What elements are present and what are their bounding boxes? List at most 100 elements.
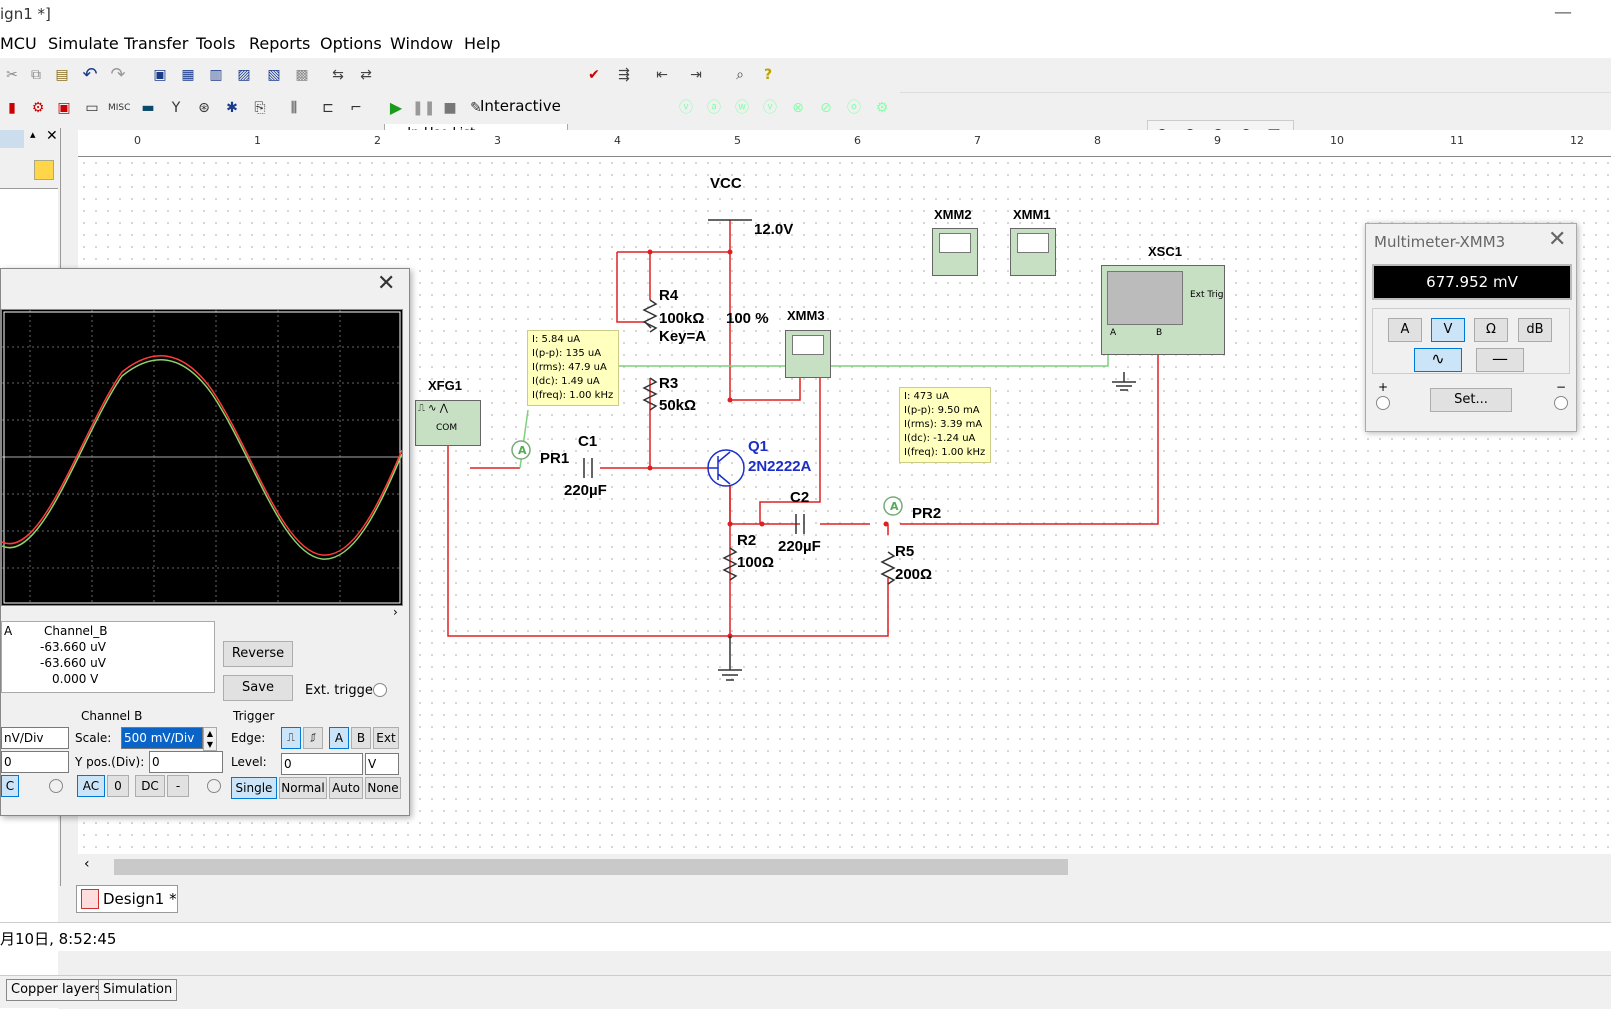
trigger-auto-button[interactable]: Auto [329,777,363,799]
panel-close-icon[interactable]: ✕ [46,128,58,144]
trigger-normal-button[interactable]: Normal [279,777,327,799]
r4-name[interactable]: R4 [659,287,679,304]
hierarchy-icon[interactable] [34,160,54,180]
probe-power-icon[interactable]: ⓦ [735,100,749,116]
database-icon[interactable]: ▥ [209,67,223,83]
trigger-single-button[interactable]: Single [231,777,277,799]
xmm3-label[interactable]: XMM3 [787,308,825,323]
c2-name[interactable]: C2 [790,489,810,506]
channel-a-coupling-button[interactable]: C [1,775,19,797]
channel-b-ypos-input[interactable]: 0 [149,751,223,773]
source-icon[interactable]: ▮ [8,100,16,116]
channel-a-ypos-input[interactable]: 0 [1,751,69,773]
multimeter-xmm1[interactable] [1010,228,1056,276]
copy-icon[interactable]: ⧉ [31,67,41,83]
scale-spinner-icon[interactable]: ▲▼ [203,727,217,751]
channel-b-scale-input[interactable]: 500 mV/Div [121,727,203,749]
forward-ultiboard-icon[interactable]: ⇥ [690,67,702,83]
menu-tools[interactable]: Tools [196,34,236,53]
set-button[interactable]: Set... [1430,388,1512,412]
xmm2-label[interactable]: XMM2 [934,207,972,222]
scroll-right-icon[interactable]: › [393,605,398,619]
probe-settings-icon[interactable]: ⚙ [875,100,889,116]
rf-icon[interactable]: Y [171,100,181,116]
menu-mcu[interactable]: MCU [0,34,37,53]
panel-pin-icon[interactable]: ▴ [30,128,36,141]
ammeter-mode-button[interactable]: A [1388,318,1422,342]
backannotate-icon[interactable]: ⇆ [332,67,344,83]
xfg1-label[interactable]: XFG1 [428,378,462,393]
channel-a-terminal[interactable] [49,779,63,793]
design-toolbox-icon[interactable]: ▣ [153,67,167,83]
channel-b-ac-button[interactable]: AC [77,775,105,797]
function-generator-xfg1[interactable]: ⎍ ∿ ⋀ COM [415,400,481,446]
xmm1-label[interactable]: XMM1 [1013,207,1051,222]
multimeter-xmm2[interactable] [932,228,978,276]
probe-reference-icon[interactable]: ⊗ [792,100,804,116]
run-icon[interactable]: ▶ [389,98,403,117]
paste-icon[interactable]: ▤ [55,67,69,83]
scrollbar-thumb[interactable] [114,859,1068,875]
tab-copper-layers[interactable]: Copper layers [6,979,107,1001]
r5-name[interactable]: R5 [895,543,915,560]
bus-icon[interactable]: ⊏ [322,100,334,116]
q1-name[interactable]: Q1 [748,438,769,455]
forward-annotate-icon[interactable]: ⇄ [360,67,372,83]
voltmeter-mode-button[interactable]: V [1431,318,1465,342]
basic-icon[interactable]: ⚙ [31,100,45,116]
pr1-label[interactable]: PR1 [540,450,570,467]
oscilloscope-xsc1[interactable]: Ext Trig A B [1101,265,1225,355]
probe-voltage-icon[interactable]: ⓥ [679,100,693,116]
menu-window[interactable]: Window [390,34,454,53]
redo-icon[interactable]: ↷ [110,64,126,85]
connector-icon[interactable]: ⎘ [254,100,266,116]
xsc1-label[interactable]: XSC1 [1148,244,1182,259]
save-button[interactable]: Save [223,675,293,701]
channel-a-scale-input[interactable]: nV/Div [1,727,69,749]
tab-design1[interactable]: Design1 * [76,885,178,913]
interactive-label[interactable]: Interactive [480,97,561,115]
grapher-icon[interactable]: ▨ [237,67,251,83]
pr2-label[interactable]: PR2 [912,505,942,522]
channel-b-terminal[interactable] [207,779,221,793]
trigger-source-ext-button[interactable]: Ext [373,727,399,749]
channel-b-minus-button[interactable]: - [167,775,189,797]
undo-icon[interactable]: ↶ [82,64,98,85]
postprocessor-icon[interactable]: ▧ [267,67,281,83]
oscilloscope-window[interactable]: ✕ › A Channel_B -63.660 uV -63.660 uV 0.… [0,268,410,816]
negative-terminal[interactable] [1554,396,1568,410]
trigger-source-b-button[interactable]: B [351,727,371,749]
trigger-level-input[interactable]: 0 [281,753,363,775]
close-icon[interactable]: ✕ [1548,227,1567,252]
tab-simulation[interactable]: Simulation [98,979,178,1001]
probe-differential-icon[interactable]: ⓥ [763,100,777,116]
monitor-icon[interactable]: ▬ [141,100,155,116]
minimize-button[interactable]: — [1554,2,1572,23]
trigger-source-a-button[interactable]: A [329,727,349,749]
close-icon[interactable]: ✕ [377,271,396,296]
positive-terminal[interactable] [1376,396,1390,410]
c1-name[interactable]: C1 [578,433,598,450]
falling-edge-icon[interactable]: ⎎ [303,727,323,749]
menu-help[interactable]: Help [464,34,501,53]
r3-name[interactable]: R3 [659,375,679,392]
multimeter-window[interactable]: Multimeter-XMM3 ✕ 677.952 mV A V Ω dB ∿ … [1365,223,1577,432]
menu-options[interactable]: Options [320,34,382,53]
r2-name[interactable]: R2 [737,532,757,549]
electrical-rules-icon[interactable]: ✔ [588,67,600,83]
ac-mode-icon[interactable]: ∿ [1414,348,1462,372]
trigger-level-unit[interactable]: V [365,753,399,775]
menu-reports[interactable]: Reports [249,34,311,53]
electromechanical-icon[interactable]: ⊛ [198,100,210,116]
channel-b-dc-button[interactable]: DC [135,775,165,797]
multimeter-xmm3[interactable] [785,330,831,378]
spreadsheet-icon[interactable]: ▦ [181,67,195,83]
hierarchical-icon[interactable]: ⫼ [290,100,298,116]
probe-current-clamp-icon[interactable]: ⓞ [847,100,861,116]
cut-icon[interactable]: ✂ [6,67,18,83]
trigger-none-button[interactable]: None [365,777,401,799]
ohmmeter-mode-button[interactable]: Ω [1474,318,1508,342]
junction-icon[interactable]: ⌐ [350,100,362,116]
probe-current-icon[interactable]: ⓐ [707,100,721,116]
reverse-button[interactable]: Reverse [223,641,293,667]
